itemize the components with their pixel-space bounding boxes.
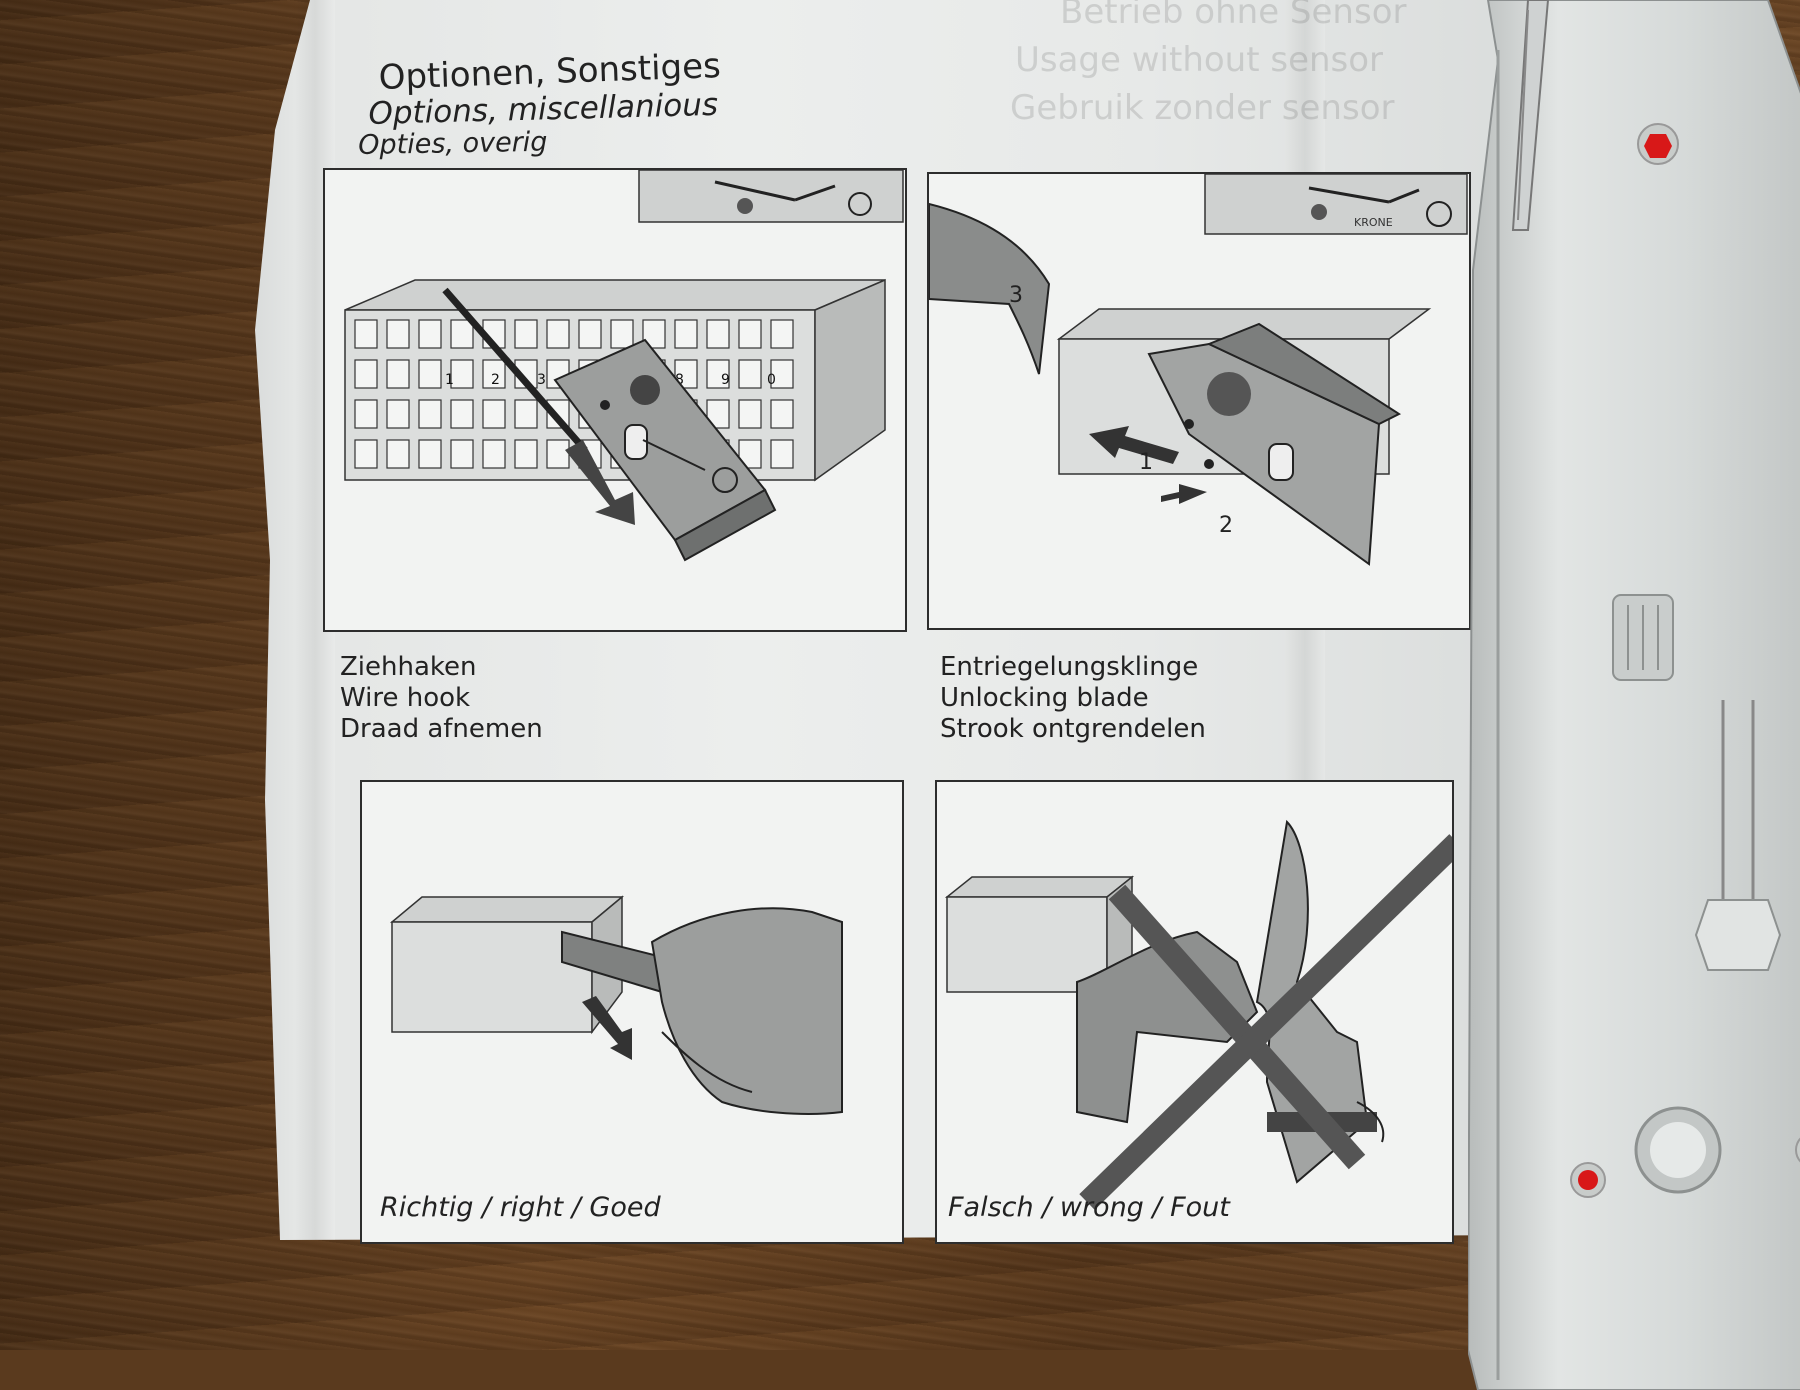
connector-terminal [450,439,474,469]
connector-terminal [738,359,762,389]
block-number: 3 [537,372,546,388]
connector-terminal [354,439,378,469]
panel-unlocking-blade: KRONE 3 1 2 [927,172,1471,630]
connector-terminal [354,319,378,349]
caption-wrong: Falsch / wrong / Fout [948,1192,1230,1223]
caption-nl: Draad afnemen [340,714,543,744]
wire-hook-illustration: 12367890 [344,169,904,562]
caption-de: Ziehhaken [340,652,477,682]
caption-de: Entriegelungsklinge [940,652,1199,682]
connector-terminal [386,359,410,389]
connector-terminal [450,359,474,389]
connector-terminal [738,439,762,469]
connector-terminal [386,439,410,469]
connector-terminal [770,439,794,469]
connector-terminal [546,319,570,349]
connector-terminal [610,319,634,349]
panel-right-usage [360,780,904,1244]
connector-terminal [770,399,794,429]
step-number: 1 [1139,450,1153,475]
section-title-nl: Opties, overig [358,126,548,161]
connector-terminal [706,319,730,349]
ghost-text-line: Gebruik zonder sensor [1010,88,1395,128]
connector-terminal [546,439,570,469]
connector-terminal [514,439,538,469]
connector-terminal [450,399,474,429]
connector-terminal [738,399,762,429]
connector-terminal [482,439,506,469]
connector-terminal [674,319,698,349]
block-number: 8 [675,372,684,388]
ghost-text-line: Betrieb ohne Sensor [1060,0,1407,32]
caption-nl: Strook ontgrendelen [940,714,1206,744]
block-number: 9 [721,372,730,388]
connector-terminal [706,359,730,389]
connector-terminal [418,319,442,349]
connector-terminal [642,319,666,349]
block-number: 2 [491,372,500,388]
caption-wire-hook: Ziehhaken Wire hook Draad afnemen [340,652,543,745]
wrong-usage-illustration [944,819,1465,1210]
connector-terminal [514,319,538,349]
connector-terminal [450,319,474,349]
connector-terminal [418,439,442,469]
connector-terminal [770,359,794,389]
ghost-text-line: Usage without sensor [1015,40,1384,80]
connector-terminal [482,399,506,429]
connector-terminal [482,359,506,389]
brand-mark: KRONE [1354,216,1393,229]
caption-en: Wire hook [340,683,471,713]
punch-down-tool [1468,0,1800,1390]
step-number: 2 [1219,513,1233,538]
caption-en: Unlocking blade [940,683,1149,713]
connector-terminal [418,359,442,389]
connector-terminal [386,399,410,429]
block-number: 1 [445,372,454,388]
connector-terminal [418,399,442,429]
panel-wrong-usage [935,780,1465,1244]
connector-terminal [674,359,698,389]
step-number: 3 [1009,283,1023,308]
unlocking-blade-illustration: KRONE 3 1 2 [928,173,1468,566]
connector-terminal [354,399,378,429]
connector-terminal [706,399,730,429]
panel-wire-hook: 12367890 [323,168,907,632]
caption-right: Richtig / right / Goed [380,1192,661,1223]
connector-terminal [738,319,762,349]
right-usage-illustration [389,895,843,1115]
connector-terminal [770,319,794,349]
connector-terminal [386,319,410,349]
connector-terminal [514,399,538,429]
caption-unlocking-blade: Entriegelungsklinge Unlocking blade Stro… [940,652,1206,745]
connector-terminal [578,319,602,349]
connector-terminal [354,359,378,389]
block-number: 0 [767,372,776,388]
